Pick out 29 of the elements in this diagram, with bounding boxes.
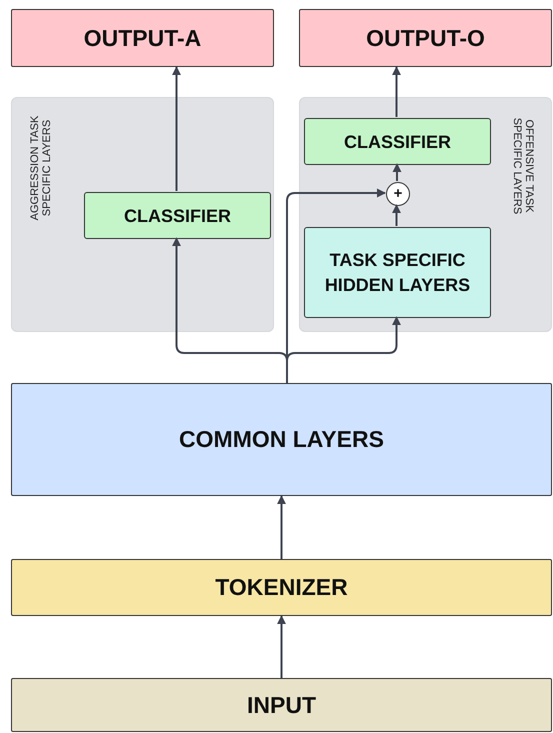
sum-node bbox=[386, 182, 410, 206]
layer-group-panel bbox=[299, 97, 552, 332]
box-label: INPUT bbox=[247, 694, 316, 716]
classifier-box bbox=[84, 192, 271, 239]
box-label: CLASSIFIER bbox=[124, 206, 231, 224]
tokenizer-box bbox=[11, 559, 552, 616]
arrow bbox=[286, 188, 386, 383]
arrow bbox=[392, 66, 401, 117]
arrow bbox=[277, 615, 286, 678]
plus-sign: + bbox=[394, 186, 402, 200]
group-label: AGGRESSION TASK SPECIFIC LAYERS bbox=[29, 114, 53, 222]
box-label: TOKENIZER bbox=[215, 576, 348, 599]
box-label: TASK SPECIFIC HIDDEN LAYERS bbox=[324, 248, 472, 296]
arrow bbox=[277, 495, 286, 559]
arrow bbox=[392, 204, 401, 226]
arrow bbox=[172, 66, 181, 191]
box-label: OUTPUT-O bbox=[366, 26, 485, 50]
box-label: COMMON LAYERS bbox=[179, 428, 384, 451]
common-layers-box bbox=[11, 383, 552, 496]
arrow bbox=[392, 163, 402, 181]
box-label: OUTPUT-A bbox=[84, 26, 202, 50]
hidden-layers-box bbox=[304, 227, 491, 318]
layer-group-panel bbox=[11, 97, 274, 332]
input-box bbox=[11, 678, 552, 732]
box-label: CLASSIFIER bbox=[344, 132, 451, 150]
output-box bbox=[299, 9, 552, 67]
output-box bbox=[11, 9, 274, 67]
classifier-box bbox=[304, 118, 491, 165]
group-label: OFFENSIVE TASK SPECIFIC LAYERS bbox=[511, 116, 535, 216]
